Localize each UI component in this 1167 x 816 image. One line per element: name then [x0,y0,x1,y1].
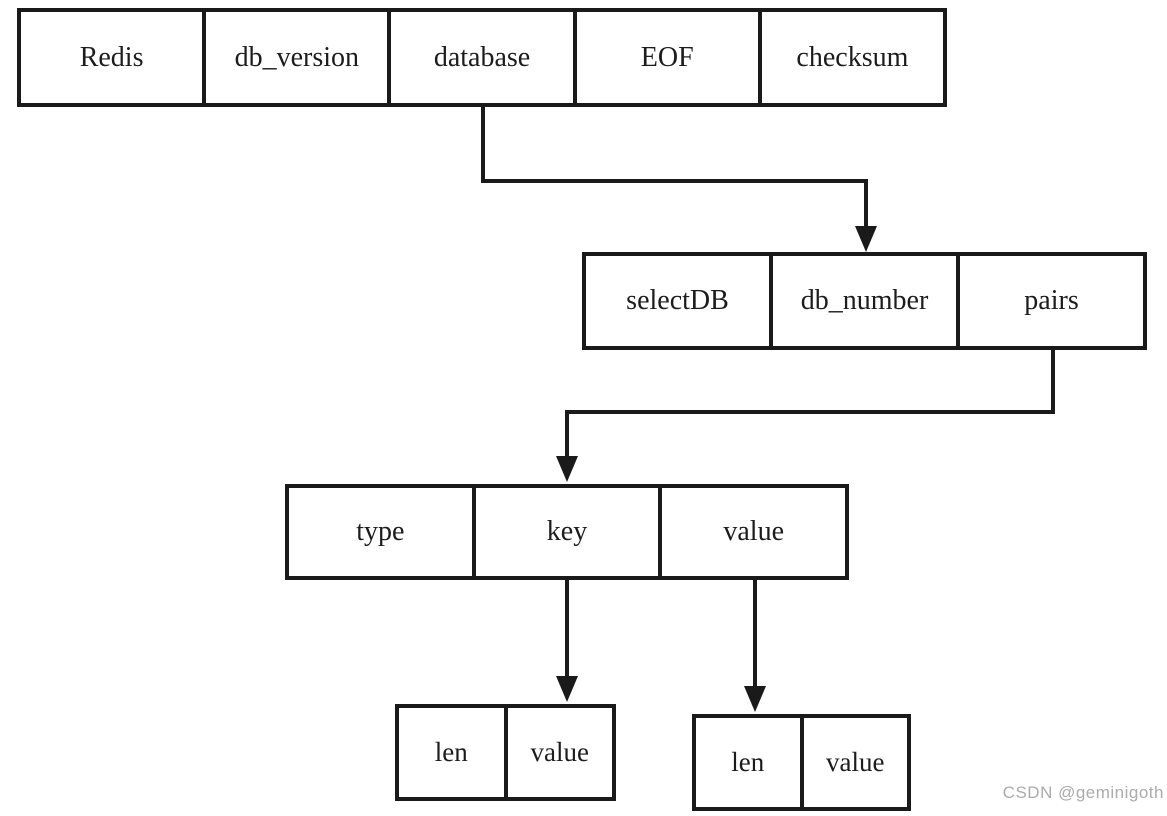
arrowhead-key-to-string [556,676,578,702]
cell-selectdb: selectDB [626,285,729,316]
arrowhead-value-to-string [744,686,766,712]
cell-key-len: len [434,737,468,767]
database-block-row: selectDB db_number pairs [582,252,1147,350]
cell-value-value: value [799,718,908,807]
cell-type: type [356,516,405,547]
value-string-box: len value [692,714,911,811]
key-string-box: len value [395,704,616,801]
cell-eof: EOF [572,12,758,103]
cell-db-number: db_number [769,256,956,346]
connector-pairs-vertical-2 [565,410,569,460]
connector-value-vertical [753,578,757,688]
cell-pairs: pairs [956,256,1143,346]
cell-database: database [387,12,572,103]
rdb-file-row: Redis db_version database EOF checksum [17,8,947,107]
csdn-watermark: CSDN @geminigoth [1002,783,1164,802]
cell-value-len: len [731,747,765,777]
cell-checksum: checksum [757,12,943,103]
cell-key-value: value [503,708,613,797]
connector-pairs-horizontal [565,410,1055,414]
key-value-pair-row: type key value [285,484,849,580]
cell-value: value [658,488,845,576]
cell-redis: Redis [79,41,144,73]
connector-database-vertical-2 [864,179,868,228]
connector-key-vertical [565,578,569,678]
cell-db-version: db_version [202,12,387,103]
connector-database-vertical-1 [481,105,485,183]
cell-key: key [471,488,659,576]
connector-database-horizontal [481,179,868,183]
connector-pairs-vertical-1 [1051,348,1055,414]
arrowhead-database-to-dbnumber [855,226,877,252]
arrowhead-pairs-to-key [556,456,578,482]
